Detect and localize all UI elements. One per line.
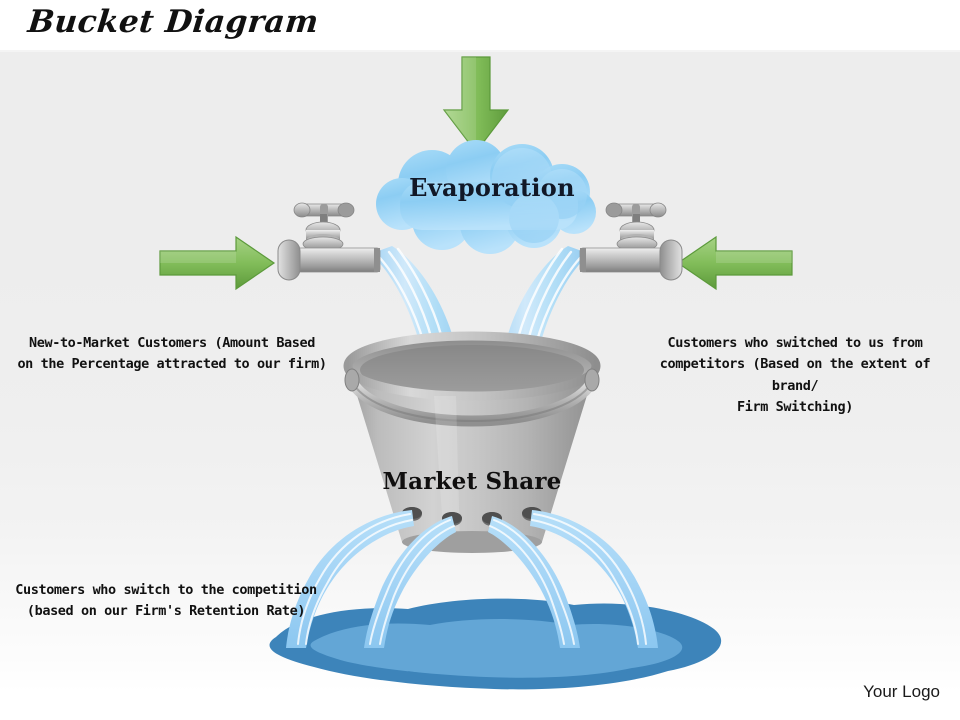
arrow-left-icon — [676, 234, 794, 292]
cloud-label: Evaporation — [409, 173, 575, 202]
arrow-down-icon — [440, 55, 512, 155]
faucet-right — [574, 198, 684, 290]
annotation-switched-to-us: Customers who switched to us from compet… — [659, 335, 931, 415]
water-streams-leak — [0, 52, 960, 720]
arrow-right-icon — [158, 234, 276, 292]
page-title: Bucket Diagram — [26, 4, 321, 40]
logo-placeholder: Your Logo — [863, 682, 940, 701]
header-divider — [0, 50, 960, 52]
header-band — [0, 0, 960, 50]
annotation-switch-to-competition: Customers who switch to the competition … — [15, 582, 317, 620]
evaporation-cloud — [372, 136, 612, 262]
faucet-left — [276, 198, 386, 290]
annotation-new-to-market: New-to-Market Customers (Amount Based on… — [17, 335, 327, 373]
bucket-label: Market Share — [382, 468, 562, 495]
